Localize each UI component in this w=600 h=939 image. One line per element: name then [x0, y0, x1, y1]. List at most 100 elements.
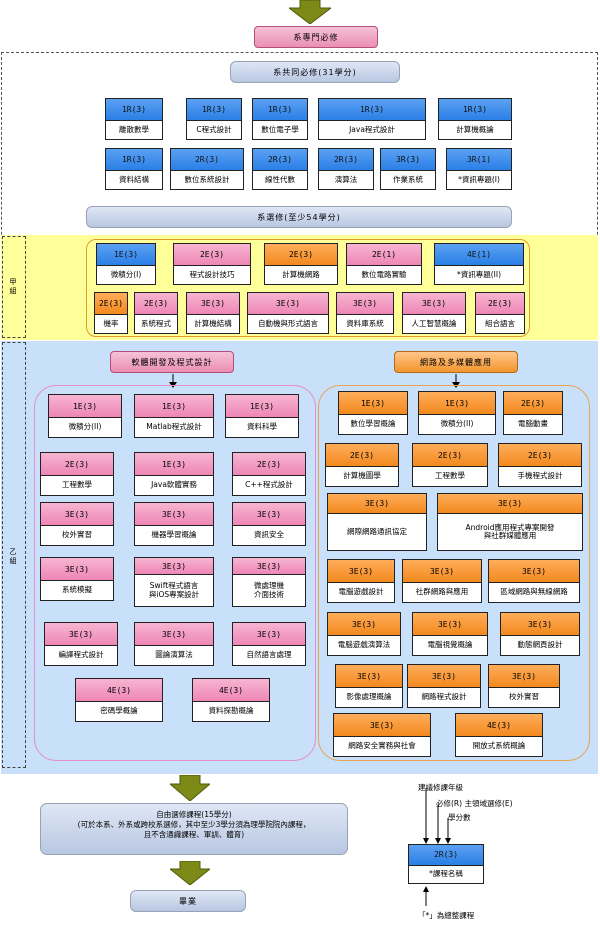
course-code: 3E(3) [135, 503, 213, 527]
software-course: 4E(3)資料探勘概論 [192, 678, 270, 722]
course-name: 網路安全實務與社會 [348, 741, 416, 751]
software-frame [34, 385, 316, 761]
course-name: 系統程式 [141, 318, 171, 328]
course-name: 自然語言處理 [246, 650, 292, 660]
course-name: 圖論演算法 [155, 650, 193, 660]
course-name: 資料科學 [247, 422, 277, 432]
course-name: 自動機與形式語言 [258, 318, 318, 328]
course-name: 校外實習 [62, 530, 92, 540]
course-name: 編譯程式設計 [58, 650, 104, 660]
course-code: 1E(3) [135, 453, 213, 477]
top-arrow [287, 0, 333, 25]
core-course: 1R(3)C程式設計 [186, 98, 242, 140]
software-course: 1E(3)資料科學 [225, 394, 299, 438]
group-b-label-frame [2, 342, 26, 768]
core-course: 1R(3)Java程式設計 [318, 98, 426, 140]
course-name: 工程數學 [62, 480, 92, 490]
course-code: 3E(3) [233, 503, 305, 527]
free-elective-note: (可於本系、外系或跨校系選修，其中至少3學分須為理學院院內課程， 且不含通識課程… [77, 820, 311, 840]
software-course: 2E(3)C++程式設計 [232, 452, 306, 496]
course-code: 2E(3) [174, 244, 250, 266]
legend-sample-name: *課程名稱 [429, 869, 463, 879]
course-code: 1R(3) [106, 99, 162, 121]
course-code: 3E(3) [328, 494, 426, 515]
course-code: 3E(3) [501, 613, 579, 637]
course-name: 數位電子學 [261, 124, 299, 134]
course-code: 3E(3) [41, 503, 113, 527]
legend-footnote: 「*」為總整課程 [418, 911, 475, 920]
course-code: 3E(3) [328, 613, 400, 637]
network-course: 3E(3)網路程式設計 [407, 664, 481, 708]
group-b-label: 乙組 [9, 548, 17, 566]
course-name: 影像處理概論 [346, 692, 392, 702]
course-code: 1E(3) [339, 392, 407, 416]
top-label-box: 系專門必修 [254, 26, 378, 48]
course-code: 3E(3) [489, 665, 559, 689]
course-name: 程式設計技巧 [189, 269, 235, 279]
network-course: 3E(3)區域網路與無線網路 [488, 559, 580, 603]
course-code: 4E(3) [76, 679, 162, 703]
course-code: 4E(3) [193, 679, 269, 703]
network-course: 2E(3)工程數學 [412, 443, 488, 487]
course-code: 2E(3) [499, 444, 581, 468]
software-course: 3E(3) 校外實習 [40, 502, 114, 546]
course-name: 計算機圖學 [343, 471, 381, 481]
course-code: 2E(3) [326, 444, 398, 468]
course-name: 人工智慧概論 [411, 318, 457, 328]
course-name: Matlab程式設計 [146, 422, 202, 432]
course-code: 2R(3) [319, 149, 373, 171]
course-name: 網際網路通訊協定 [347, 526, 407, 536]
software-course: 1E(3)微積分(II) [48, 394, 122, 438]
legend-sample-course: 2R(3) *課程名稱 [408, 844, 484, 884]
course-name: 數位電路實驗 [361, 269, 407, 279]
core-course: 2R(3)線性代數 [252, 148, 308, 190]
course-code: 3E(3) [403, 293, 465, 315]
course-code: 3E(3) [135, 623, 213, 647]
course-code: 2E(3) [476, 293, 524, 315]
legend-type-label: 必修(R) 主領域選修(E) [436, 799, 513, 808]
course-code: 3E(3) [187, 293, 239, 315]
core-course: 1R(3)離散數學 [105, 98, 163, 140]
core-course: 1R(3) 數位電子學 [252, 98, 308, 140]
software-course: 3E(3)編譯程式設計 [44, 622, 118, 666]
course-name: *資訊專題(II) [456, 269, 502, 279]
course-code: 2E(3) [413, 444, 487, 468]
legend-credit-label: 學分數 [448, 813, 471, 822]
group-a-course: 3E(3) 自動機與形式語言 [247, 292, 329, 334]
course-code: 2R(3) [253, 149, 307, 171]
course-name: 微積分(II) [440, 419, 474, 429]
software-course: 3E(3) 圖論演算法 [134, 622, 214, 666]
course-code: 1R(3) [439, 99, 511, 121]
course-code: 4E(3) [456, 714, 542, 738]
course-code: 1R(3) [253, 99, 307, 121]
core-course: 1R(3)資料結構 [105, 148, 163, 190]
middle-arrow [168, 774, 212, 802]
core-course: 2R(3)數位系統設計 [170, 148, 244, 190]
course-name: 資訊安全 [254, 530, 284, 540]
course-name: 機率 [103, 318, 119, 328]
course-code: 3E(3) [233, 623, 305, 647]
course-code: 3E(3) [248, 293, 328, 315]
network-course: 3E(3)Android應用程式專案開發 與社群媒體應用 [437, 493, 583, 551]
group-a-course: 2E(3)系統程式 [134, 292, 178, 334]
network-course: 3E(3)動態網頁設計 [500, 612, 580, 656]
network-course: 3E(3)社群網路與應用 [402, 559, 482, 603]
course-name: 電腦動畫 [518, 419, 548, 429]
network-course: 3E(3)影像處理概論 [335, 664, 403, 708]
software-course: 3E(3)Swift程式語言 與iOS專案設計 [134, 557, 214, 607]
network-course: 2E(3)電腦動畫 [503, 391, 563, 435]
course-name: Java程式設計 [349, 124, 395, 134]
course-code: 1E(3) [135, 395, 213, 419]
graduation-box: 畢業 [130, 890, 246, 912]
course-name: 演算法 [334, 174, 358, 184]
course-code: 4E(1) [435, 244, 523, 266]
bottom-arrow [168, 860, 212, 886]
legend-lines [423, 788, 451, 906]
network-course: 4E(3)開放式系統概論 [455, 713, 543, 757]
elective-band: 系選修(至少54學分) [86, 206, 512, 228]
course-name: 微積分(I) [110, 269, 142, 279]
course-name: 數位學習概論 [350, 419, 396, 429]
network-course: 1E(3) 數位學習概論 [338, 391, 408, 435]
network-course: 3E(3)校外實習 [488, 664, 560, 708]
network-track-title: 網路及多媒體應用 [394, 351, 518, 373]
